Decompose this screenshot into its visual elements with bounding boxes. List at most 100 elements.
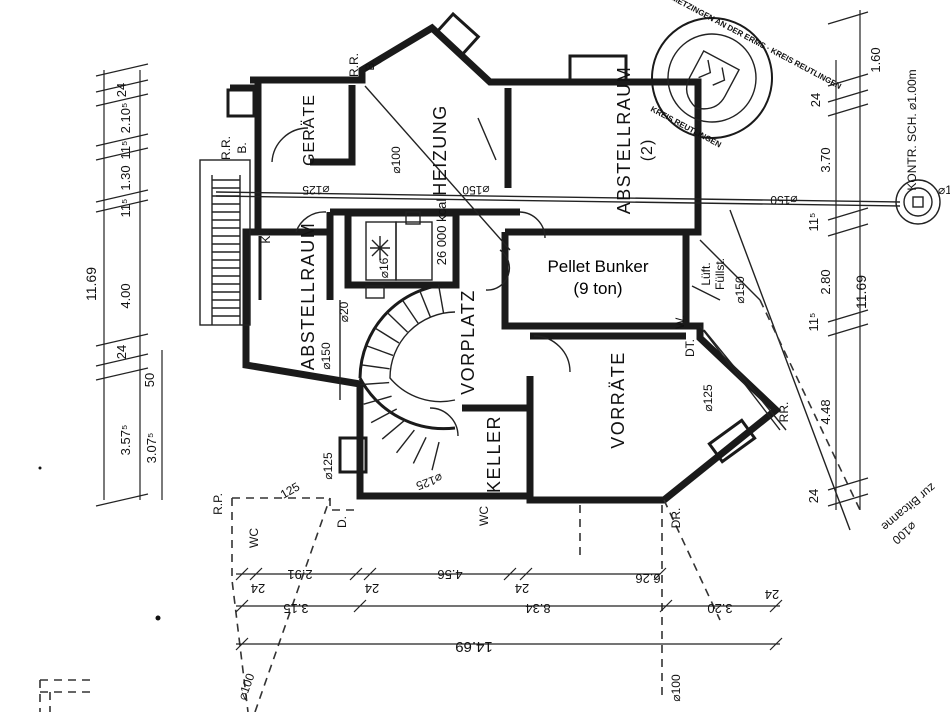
room-label-geraete: GERÄTE — [300, 94, 318, 166]
dimension-tick — [769, 637, 783, 651]
label-wc-bottom: WC — [477, 506, 491, 526]
dim-right-24: 24 — [808, 93, 823, 107]
room-label-vorraete: VORRÄTE — [608, 351, 628, 449]
exterior-stair — [199, 159, 251, 326]
dim-right-280: 2.80 — [818, 269, 833, 294]
dim-left-400: 4.00 — [118, 283, 133, 308]
dimension-tick — [95, 63, 149, 77]
dim-bottom-total: 14.69 — [455, 638, 493, 655]
dimension-tick — [827, 477, 869, 491]
dimension-tick — [95, 333, 149, 347]
dimension-tick — [95, 133, 149, 147]
room-label-abstellraum-2: ABSTELLRAUM — [614, 66, 634, 215]
dim-right-24b: 24 — [806, 489, 821, 503]
dimension-chain-bottom — [235, 567, 783, 651]
dimension-tick — [827, 309, 869, 323]
label-wc-left: WC — [247, 528, 261, 548]
pipe-label-16: ⌀16 — [377, 257, 391, 278]
spiral-tread — [386, 311, 409, 333]
dim-bottom-r1-24c: 24 — [515, 581, 529, 596]
label-dr: DR. — [669, 508, 683, 529]
label-rr-top: R.R. — [347, 53, 361, 77]
pipe-label-150-left: ⌀150 — [319, 342, 333, 370]
dimension-tick — [249, 567, 263, 581]
window-box-geraete — [226, 88, 256, 118]
spiral-tread — [360, 381, 390, 386]
dim-left-357: 3.57⁵ — [118, 425, 133, 456]
room-label-vorplatz: VORPLATZ — [458, 289, 478, 395]
pipe-label-100-bottom-left: ⌀100 — [235, 671, 258, 702]
dim-left-130: 1.30 — [118, 165, 133, 190]
label-b-left: B. — [235, 142, 249, 153]
spiral-tread — [401, 298, 419, 324]
dimension-tick — [503, 567, 517, 581]
dimension-tick — [769, 599, 783, 613]
dimension-tick — [827, 207, 869, 221]
pellet-bunker-title: Pellet Bunker — [547, 257, 648, 276]
dim-left-50: 50 — [142, 373, 157, 387]
dimension-tick — [363, 567, 377, 581]
dim-bottom-r2-315: 3.15 — [283, 601, 308, 616]
spiral-tread — [360, 364, 390, 370]
dimension-tick — [827, 11, 869, 25]
dim-right-115a: 11⁵ — [806, 213, 821, 232]
pipe-label-heizung: ⌀100 — [389, 146, 403, 174]
dim-bottom-r1-291: 2.91 — [287, 567, 312, 582]
spiral-tread — [365, 344, 394, 357]
window-box-keller — [338, 436, 368, 474]
dimension-tick — [827, 73, 869, 87]
dimension-tick — [95, 147, 149, 161]
dashed-drains — [39, 209, 861, 712]
pipe-label-20: ⌀20 — [337, 301, 351, 322]
dim-left-115b: 11⁵ — [118, 199, 133, 218]
label-rr-left: R.R. — [219, 136, 233, 160]
label-fuellst: Füllst. — [713, 258, 727, 290]
dimension-tick — [235, 637, 249, 651]
dim-left-205: 2.10⁵ — [118, 103, 133, 134]
spiral-tread — [431, 441, 440, 471]
dimension-tick — [653, 567, 667, 581]
dim-left-115a: 11⁵ — [118, 141, 133, 160]
dimension-tick — [827, 323, 869, 337]
dimension-tick — [95, 367, 149, 381]
dim-bottom-r1-24b: 24 — [365, 581, 379, 596]
room-label-abstellraum-2-number: (2) — [639, 139, 656, 162]
dimension-tick — [95, 93, 149, 107]
dim-bottom-r1-24a: 24 — [251, 581, 265, 596]
dimension-tick — [95, 199, 149, 213]
dimension-tick — [519, 567, 533, 581]
spiral-tread — [374, 327, 400, 344]
dimension-tick — [95, 493, 149, 507]
dimension-chain-left — [95, 63, 163, 507]
dimension-tick — [95, 353, 149, 367]
room-label-abstellraum-1: ABSTELLRAUM — [298, 222, 318, 371]
dimension-tick — [353, 599, 367, 613]
dimension-tick — [659, 599, 673, 613]
interior-walls — [258, 85, 686, 496]
pipe-label-125-right: ⌀125 — [701, 384, 715, 412]
pipe-label-125-top: ⌀125 — [302, 183, 330, 197]
dim-right-448: 4.48 — [818, 399, 833, 424]
label-rp: R.P. — [211, 493, 225, 515]
spiral-tread — [412, 437, 427, 464]
dimension-tick — [235, 567, 249, 581]
dimension-chain-right — [827, 10, 869, 510]
spiral-tread — [363, 395, 392, 405]
label-pipe-150-right-of-house: ⌀150 — [770, 193, 798, 207]
label-pipe-cut: ⌀1 — [938, 183, 950, 197]
dimension-tick — [95, 189, 149, 203]
inspection-shaft — [895, 179, 941, 225]
label-k: K. — [259, 232, 273, 243]
label-d-bottom: D. — [335, 516, 349, 528]
spiral-tread — [370, 408, 398, 424]
stamp-city-text: KREIS REUTLINGEN — [649, 105, 723, 150]
dimension-tick — [827, 493, 869, 507]
window-box-abstellraum — [568, 54, 628, 84]
room-label-keller: KELLER — [484, 415, 504, 493]
pipe-label-125-stair: ⌀125 — [414, 471, 445, 494]
dimension-tick — [827, 223, 869, 237]
pipe-label-150-top: ⌀150 — [462, 183, 490, 197]
spiral-staircase — [358, 282, 456, 471]
spiral-tread — [395, 429, 415, 454]
